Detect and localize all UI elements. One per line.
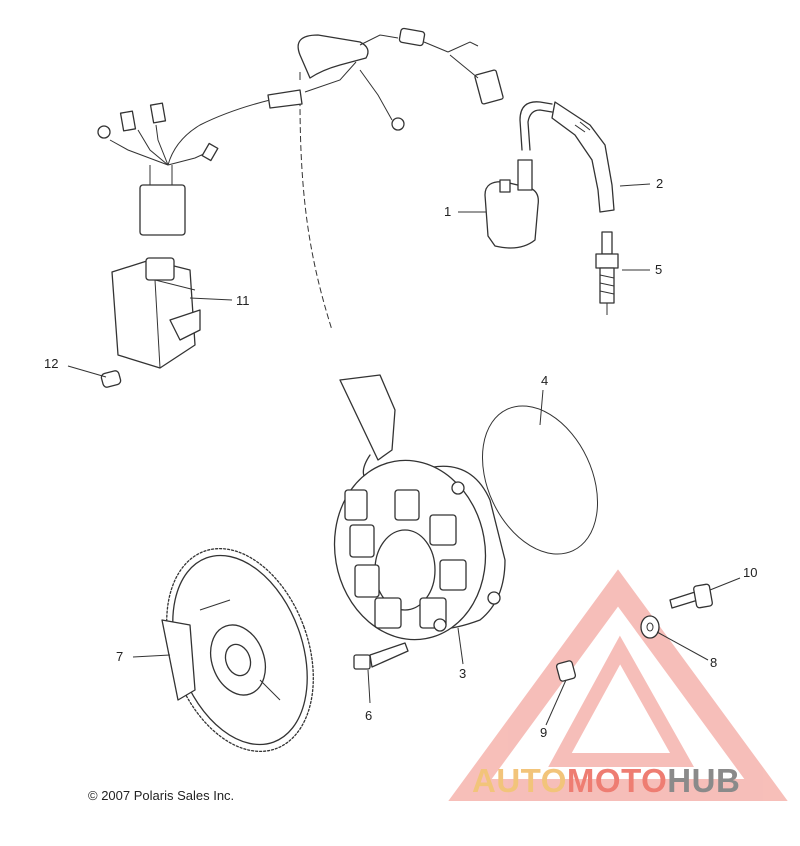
washer xyxy=(640,615,660,639)
part-number-6: 6 xyxy=(365,708,372,723)
stator xyxy=(333,374,506,641)
part-number-2: 2 xyxy=(656,176,663,191)
nut xyxy=(555,660,577,682)
part-number-11: 11 xyxy=(236,293,250,308)
part-number-1: 1 xyxy=(444,204,451,219)
part-number-9: 9 xyxy=(540,725,547,740)
leader-lines xyxy=(67,183,741,726)
part-number-labels: 1 2 3 4 5 6 7 8 9 10 11 12 xyxy=(44,176,757,740)
part-number-10: 10 xyxy=(743,565,757,580)
gasket xyxy=(481,405,599,555)
copyright-notice: © 2007 Polaris Sales Inc. xyxy=(88,788,235,803)
screw xyxy=(100,370,122,388)
ignition-coil xyxy=(484,101,553,249)
part-number-7: 7 xyxy=(116,649,123,664)
cdi-module xyxy=(111,257,201,369)
watermark-moto: MOTO xyxy=(566,762,668,799)
flywheel xyxy=(161,547,314,753)
watermark-text: AUTOMOTOHUB xyxy=(472,762,740,800)
watermark-logo-icon xyxy=(448,569,788,801)
spark-plug xyxy=(595,231,619,315)
watermark-auto: AUTO xyxy=(472,762,567,799)
wiring-harness xyxy=(97,27,504,331)
part-number-4: 4 xyxy=(541,373,548,388)
watermark-hub: HUB xyxy=(667,762,741,799)
part-number-3: 3 xyxy=(459,666,466,681)
bolt xyxy=(353,642,409,670)
long-bolt xyxy=(669,583,713,609)
part-number-5: 5 xyxy=(655,262,662,277)
spark-plug-cap xyxy=(551,101,615,213)
part-number-8: 8 xyxy=(710,655,717,670)
part-number-12: 12 xyxy=(44,356,58,371)
